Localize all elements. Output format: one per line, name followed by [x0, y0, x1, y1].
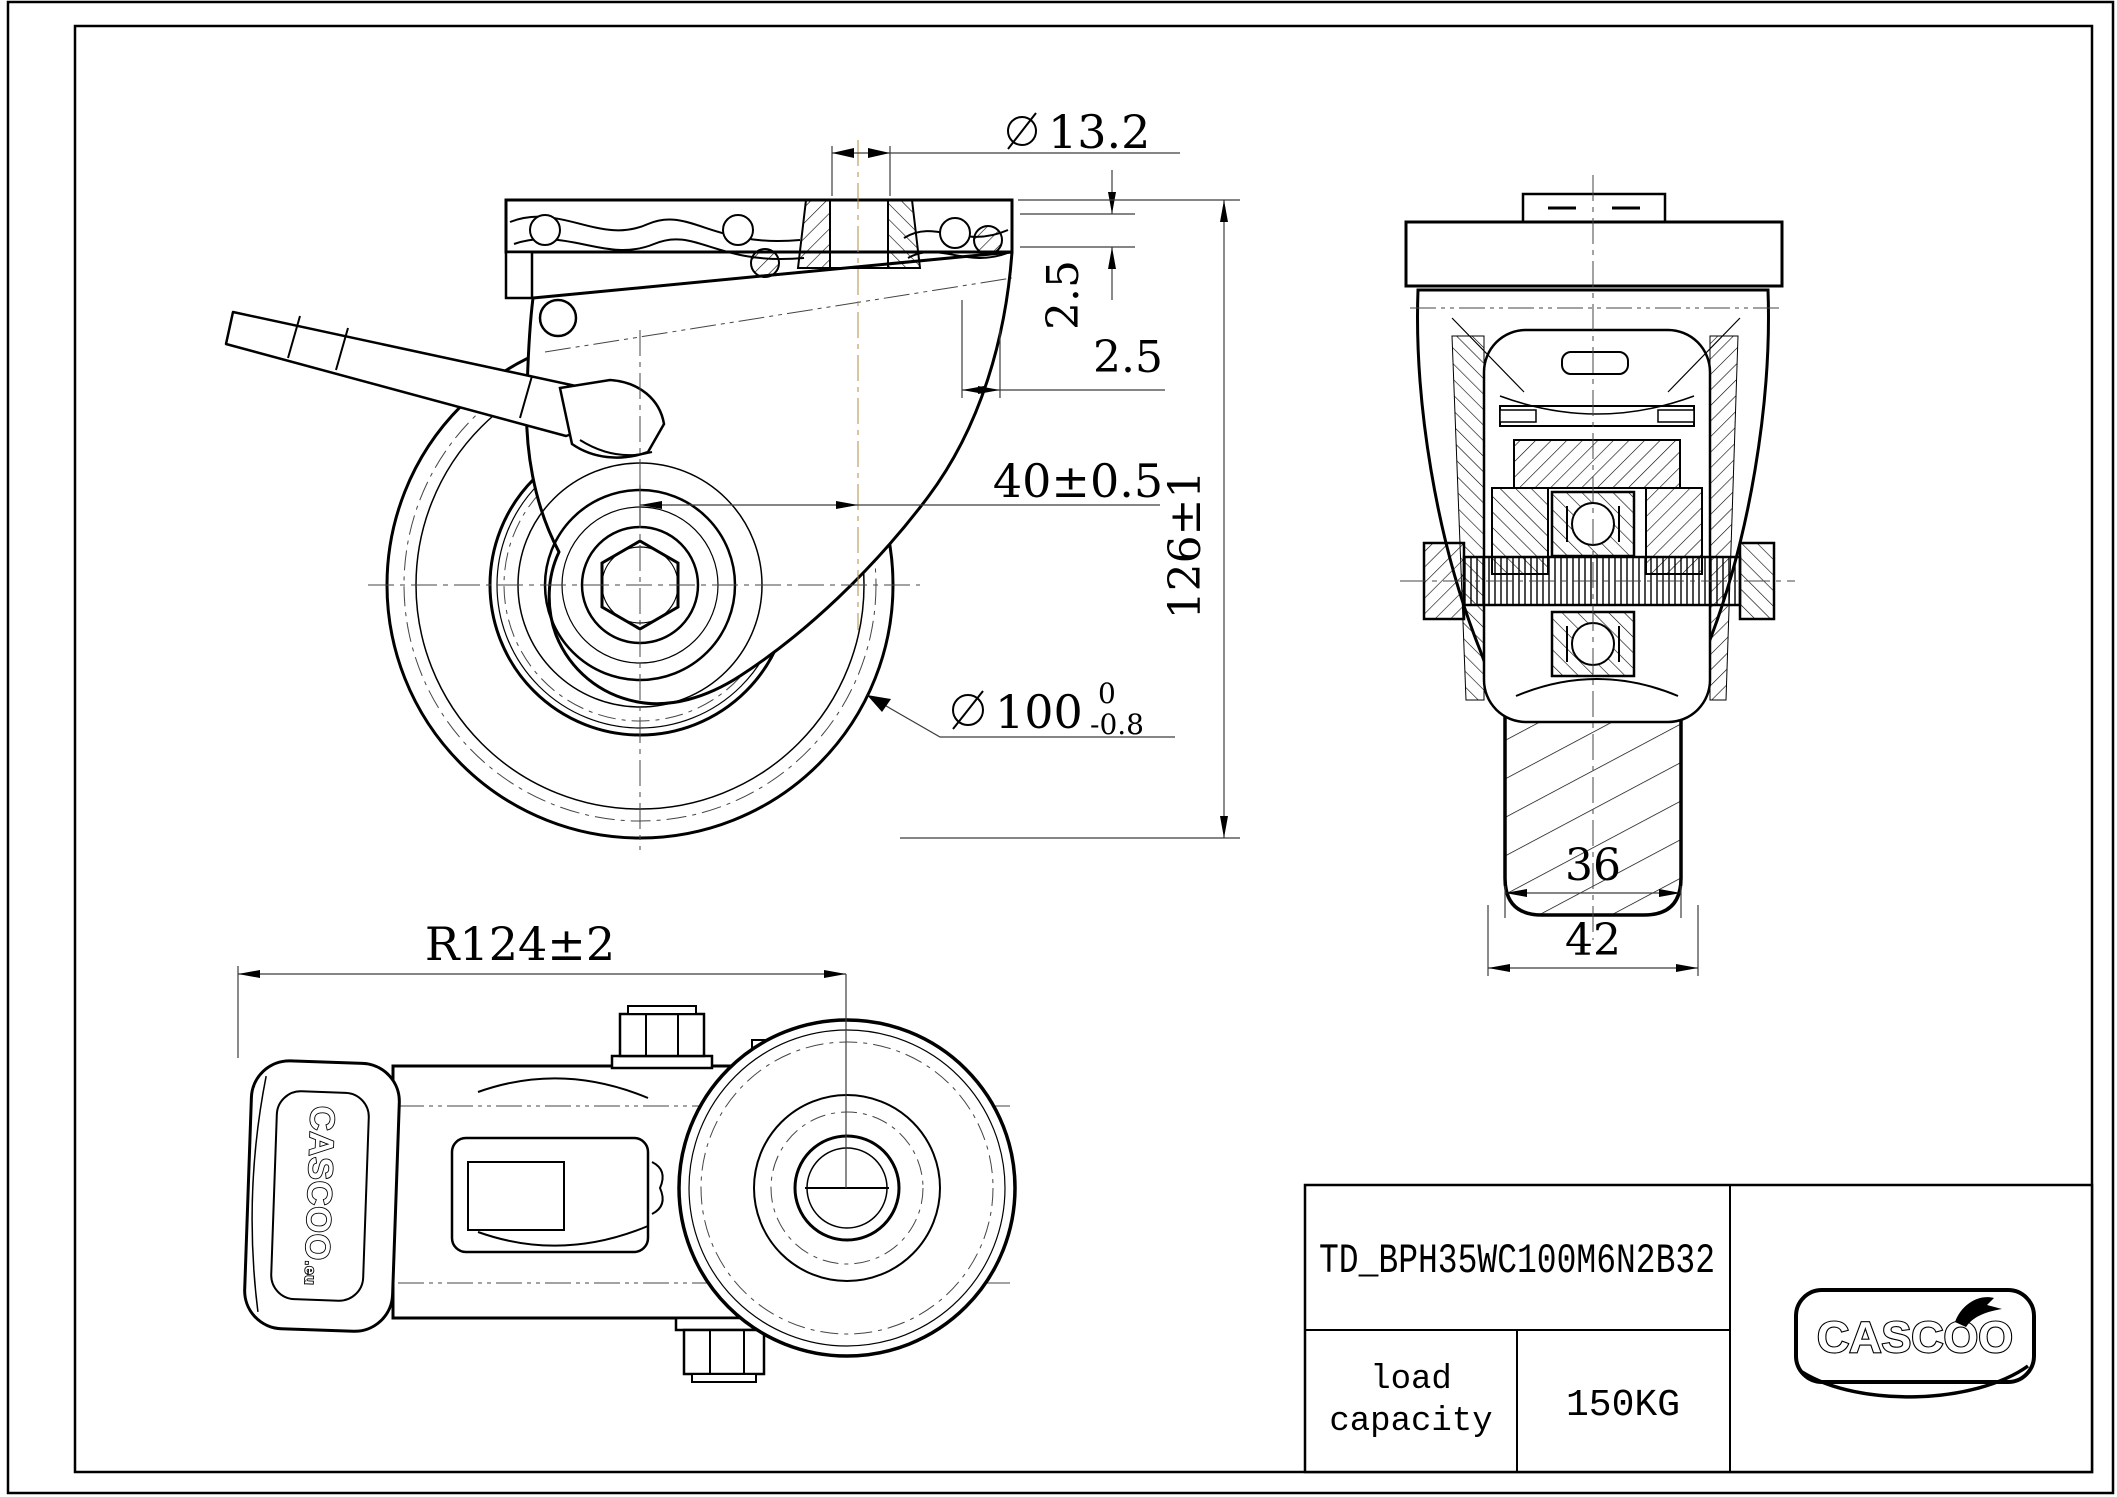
bearing-ball-section [973, 225, 1003, 255]
fork-hole [538, 298, 578, 338]
dim-hub-width-value: 42 [1565, 915, 1621, 966]
dim-wheel-diameter-value: 100 [995, 685, 1083, 739]
bearing-ball [529, 214, 561, 246]
load-capacity-label-line1: load [1370, 1361, 1452, 1399]
bottom-view: CASCOO.eu [243, 1005, 1017, 1383]
brand-logo: CASCOO [1794, 1288, 2036, 1399]
logo-bird-icon [1955, 1297, 2002, 1327]
dim-plate-step-vertical-value: 2.5 [1038, 260, 1089, 330]
sheet-border [6, 0, 2115, 1495]
dim-swivel-radius: R124±2 [237, 917, 847, 1188]
dim-overall-height-value: 126±1 [1160, 471, 1211, 620]
front-view [224, 140, 1014, 850]
side-top-plate [1404, 192, 1784, 309]
load-capacity-label-line2: capacity [1329, 1403, 1492, 1441]
title-block: TD_BPH35WC100M6N2B32 load capacity 150KG… [1303, 1183, 2094, 1474]
front-fork [525, 250, 1014, 706]
bearing-ball-section [750, 248, 780, 278]
dim-wheel-diameter-tol-upper: 0 [1098, 677, 1116, 710]
side-inner [1422, 317, 1776, 724]
dim-swivel-offset: 40±0.5 [639, 454, 1163, 525]
dim-wheel-diameter-tol-lower: -0.8 [1090, 708, 1144, 741]
brake-pedal: CASCOO.eu [243, 1059, 401, 1333]
dim-kingpin-hole-value: 13.2 [1048, 105, 1150, 159]
front-top-plate [504, 198, 1014, 300]
bottom-lower-bolt [674, 1316, 774, 1383]
side-bearing-upper [1550, 490, 1636, 558]
pedal-brand-text: CASCOO.eu [297, 1105, 341, 1286]
dim-overall-height: 126±1 [900, 199, 1240, 839]
brand-logo-text: CASCOO [1817, 1313, 2013, 1362]
bearing-ball [939, 217, 971, 249]
fork-phantom-line [544, 277, 1013, 353]
dim-plate-step-horizontal-value: 2.5 [1093, 332, 1163, 383]
brake-lever [224, 310, 666, 459]
dim-tread-width: 36 [1504, 840, 1682, 918]
bottom-wheel [677, 1018, 1017, 1358]
dimensions: 13.2 2.5 2.5 40 [237, 105, 1699, 1188]
dim-plate-step-horizontal: 2.5 [961, 300, 1165, 398]
side-view [1400, 175, 1795, 940]
dim-tread-width-value: 36 [1565, 840, 1621, 891]
part-number: TD_BPH35WC100M6N2B32 [1319, 1237, 1715, 1285]
dim-plate-step-vertical: 2.5 [1020, 170, 1135, 330]
dim-wheel-diameter: 100 0 -0.8 [866, 677, 1175, 741]
brake-pivot [558, 378, 666, 459]
front-centerlines [368, 140, 920, 850]
bearing-ball [722, 214, 754, 246]
load-capacity-value: 150KG [1566, 1384, 1680, 1427]
side-centerlines [1400, 175, 1795, 940]
dim-swivel-offset-value: 40±0.5 [993, 454, 1163, 508]
dim-kingpin-hole: 13.2 [831, 105, 1180, 196]
dim-swivel-radius-value: R124±2 [425, 917, 615, 971]
dim-hub-width: 42 [1487, 905, 1699, 976]
